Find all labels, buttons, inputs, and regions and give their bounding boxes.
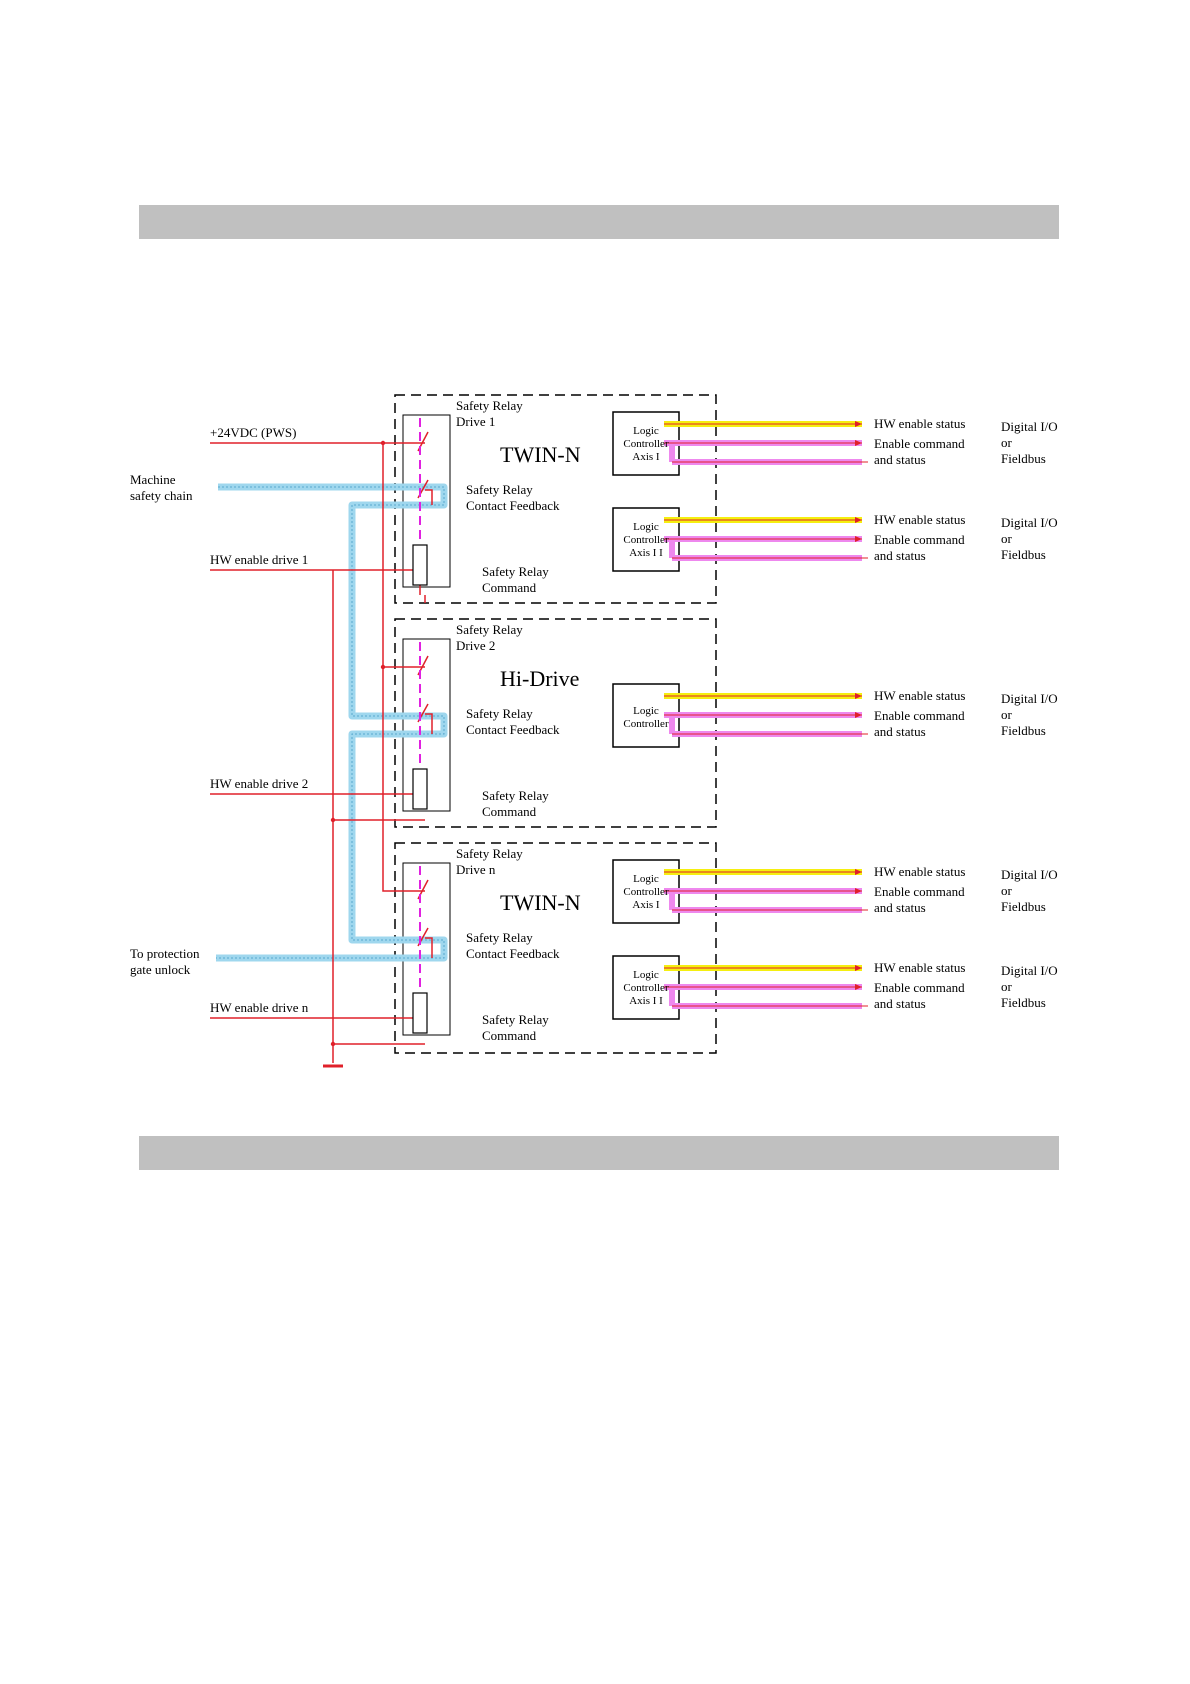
and-status-label: and status <box>874 452 926 467</box>
controller-label: Controller <box>623 534 669 546</box>
enable-command-label: Enable command <box>874 980 965 995</box>
feedback-label: Safety Relay <box>466 930 533 945</box>
hw-status-label: HW enable status <box>874 688 965 703</box>
junction-dot <box>330 1041 336 1047</box>
protection-gate-label: gate unlock <box>130 962 191 977</box>
controller-label: Logic <box>633 705 659 717</box>
relay-title: Drive 2 <box>456 638 495 653</box>
junction-dot <box>330 817 336 823</box>
relay-coil-1 <box>412 544 428 586</box>
controller-label: Logic <box>633 873 659 885</box>
machine-chain-label: safety chain <box>130 488 193 503</box>
io-label: or <box>1001 531 1013 546</box>
io-label: Fieldbus <box>1001 995 1046 1010</box>
footer-band <box>139 1136 1059 1170</box>
io-label: or <box>1001 979 1013 994</box>
hw-enable-n-label: HW enable drive n <box>210 1000 309 1015</box>
drive-model: TWIN-N <box>500 890 581 915</box>
junction-dot <box>380 664 386 670</box>
controller-label: Axis I I <box>629 547 663 559</box>
controller-label: Controller <box>623 438 669 450</box>
feedback-label: Safety Relay <box>466 706 533 721</box>
io-label: Fieldbus <box>1001 723 1046 738</box>
safety-chain-center <box>216 486 445 959</box>
hw-enable-1-label: HW enable drive 1 <box>210 552 308 567</box>
command-label: Safety Relay <box>482 564 549 579</box>
hw-status-label: HW enable status <box>874 416 965 431</box>
and-status-label: and status <box>874 900 926 915</box>
io-label: Digital I/O <box>1001 515 1058 530</box>
drive-model: TWIN-N <box>500 442 581 467</box>
controller-label: Logic <box>633 425 659 437</box>
power-wiring <box>210 442 433 1068</box>
hw-status-label: HW enable status <box>874 512 965 527</box>
junction-dot <box>380 440 386 446</box>
controller-label: Controller <box>623 718 669 730</box>
relay-title: Safety Relay <box>456 398 523 413</box>
drive-n-enclosure <box>394 842 717 1054</box>
signal-outputs <box>664 421 868 1009</box>
relay-coil-2 <box>412 768 428 810</box>
command-label: Command <box>482 580 537 595</box>
io-label: or <box>1001 435 1013 450</box>
and-status-label: and status <box>874 996 926 1011</box>
controller-label: Controller <box>623 886 669 898</box>
controller-label: Axis I <box>632 899 660 911</box>
hw-status-label: HW enable status <box>874 864 965 879</box>
feedback-label: Contact Feedback <box>466 498 560 513</box>
relay-coil-n <box>412 992 428 1034</box>
relay-title: Drive n <box>456 862 496 877</box>
relay-title: Safety Relay <box>456 622 523 637</box>
feedback-label: Contact Feedback <box>466 946 560 961</box>
controller-label: Controller <box>623 982 669 994</box>
feedback-label: Contact Feedback <box>466 722 560 737</box>
io-label: or <box>1001 707 1013 722</box>
relay-title: Safety Relay <box>456 846 523 861</box>
command-label: Command <box>482 804 537 819</box>
command-label: Command <box>482 1028 537 1043</box>
drive-1-enclosure <box>394 394 717 604</box>
io-label: or <box>1001 883 1013 898</box>
protection-gate-label: To protection <box>130 946 200 961</box>
io-label: Fieldbus <box>1001 547 1046 562</box>
command-label: Safety Relay <box>482 788 549 803</box>
hw-status-label: HW enable status <box>874 960 965 975</box>
and-status-label: and status <box>874 548 926 563</box>
enable-command-label: Enable command <box>874 436 965 451</box>
drive-model: Hi-Drive <box>500 666 579 691</box>
header-band <box>139 205 1059 239</box>
and-status-label: and status <box>874 724 926 739</box>
relay-title: Drive 1 <box>456 414 495 429</box>
io-label: Fieldbus <box>1001 451 1046 466</box>
machine-chain-label: Machine <box>130 472 176 487</box>
io-label: Digital I/O <box>1001 691 1058 706</box>
controller-label: Axis I <box>632 451 660 463</box>
enable-command-label: Enable command <box>874 884 965 899</box>
enable-command-label: Enable command <box>874 532 965 547</box>
drive-2-enclosure <box>394 618 717 828</box>
hw-enable-2-label: HW enable drive 2 <box>210 776 308 791</box>
io-label: Fieldbus <box>1001 899 1046 914</box>
io-label: Digital I/O <box>1001 867 1058 882</box>
supply-label: +24VDC (PWS) <box>210 425 296 440</box>
controller-label: Axis I I <box>629 995 663 1007</box>
io-label: Digital I/O <box>1001 419 1058 434</box>
enable-command-label: Enable command <box>874 708 965 723</box>
feedback-label: Safety Relay <box>466 482 533 497</box>
command-label: Safety Relay <box>482 1012 549 1027</box>
controller-label: Logic <box>633 521 659 533</box>
io-label: Digital I/O <box>1001 963 1058 978</box>
controller-label: Logic <box>633 969 659 981</box>
